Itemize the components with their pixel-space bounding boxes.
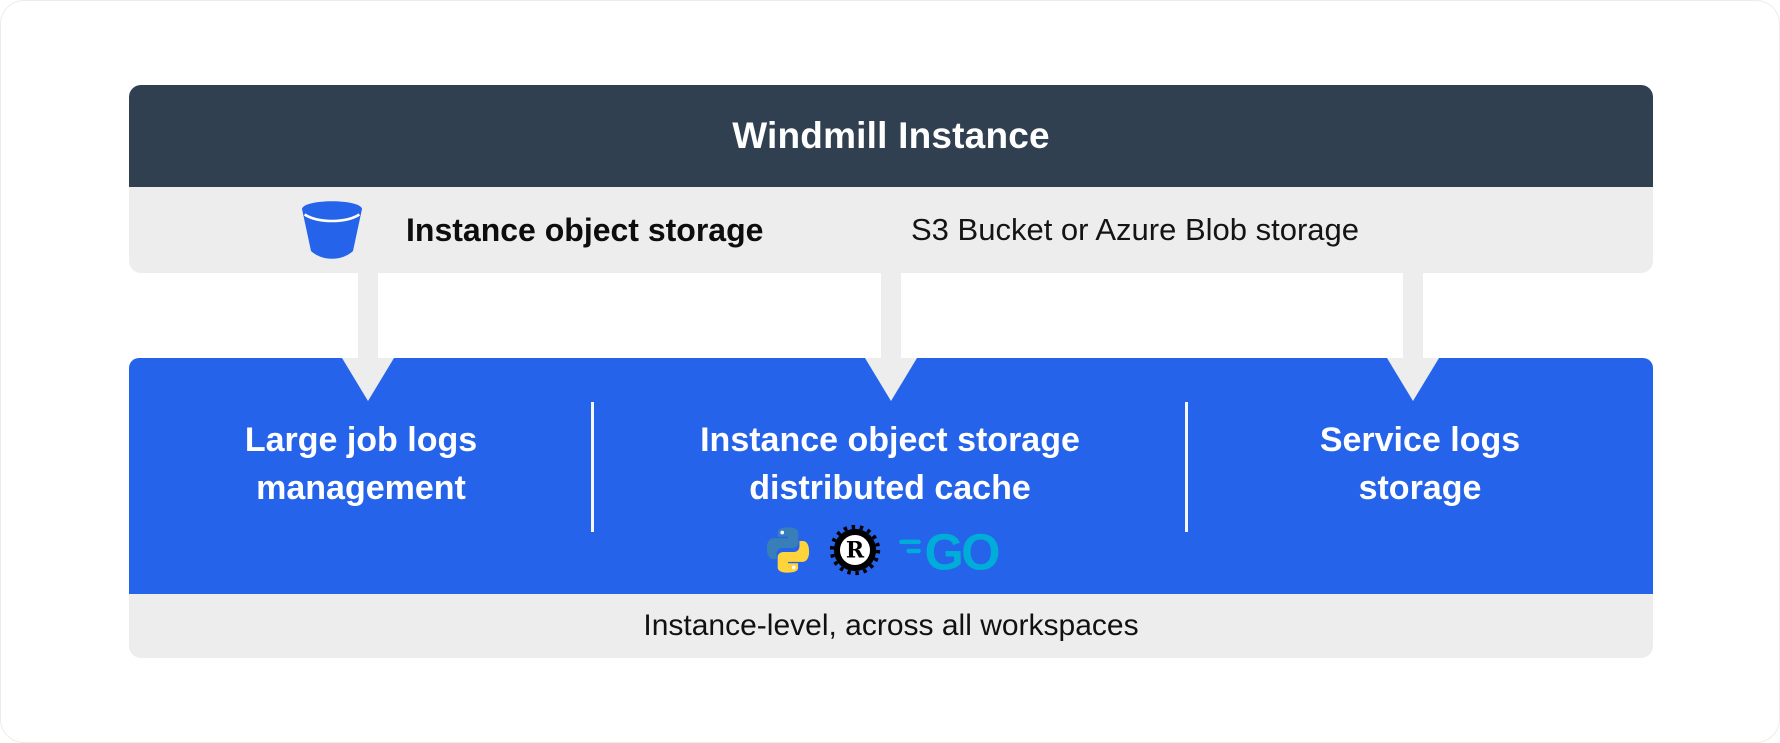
section-title-line: Instance object storage [700, 421, 1080, 459]
instance-scope-bar: Instance-level, across all workspaces [129, 594, 1653, 658]
section-service-logs: Service logs storage [1187, 358, 1653, 594]
section-title: Large job logs management [129, 358, 593, 512]
object-storage-row: Instance object storage S3 Bucket or Azu… [129, 187, 1653, 273]
section-divider [591, 402, 594, 532]
section-divider [1185, 402, 1188, 532]
section-title-line: distributed cache [749, 469, 1031, 507]
instance-scope-label: Instance-level, across all workspaces [643, 609, 1139, 642]
section-title-line: management [256, 469, 466, 507]
instance-title: Windmill Instance [732, 115, 1050, 156]
instance-header: Windmill Instance [129, 85, 1653, 187]
go-icon: GO [899, 527, 1002, 574]
section-distributed-cache: Instance object storage distributed cach… [593, 358, 1187, 594]
section-title: Instance object storage distributed cach… [593, 358, 1187, 512]
svg-text:GO: GO [924, 527, 999, 574]
windmill-architecture-diagram: Windmill Instance Instance object storag… [129, 85, 1653, 658]
svg-text:R: R [846, 538, 865, 564]
bucket-icon [302, 201, 362, 259]
section-title-line: storage [1358, 469, 1482, 507]
object-storage-description: S3 Bucket or Azure Blob storage [911, 212, 1360, 247]
python-icon [766, 527, 810, 573]
section-title-line: Service logs [1319, 421, 1521, 459]
section-title: Service logs storage [1187, 358, 1653, 512]
section-large-job-logs: Large job logs management [129, 358, 593, 594]
rust-icon: R [829, 524, 881, 576]
section-title-line: Large job logs [244, 421, 478, 459]
object-storage-label: Instance object storage [406, 211, 764, 248]
language-logos: R GO [593, 522, 1187, 578]
